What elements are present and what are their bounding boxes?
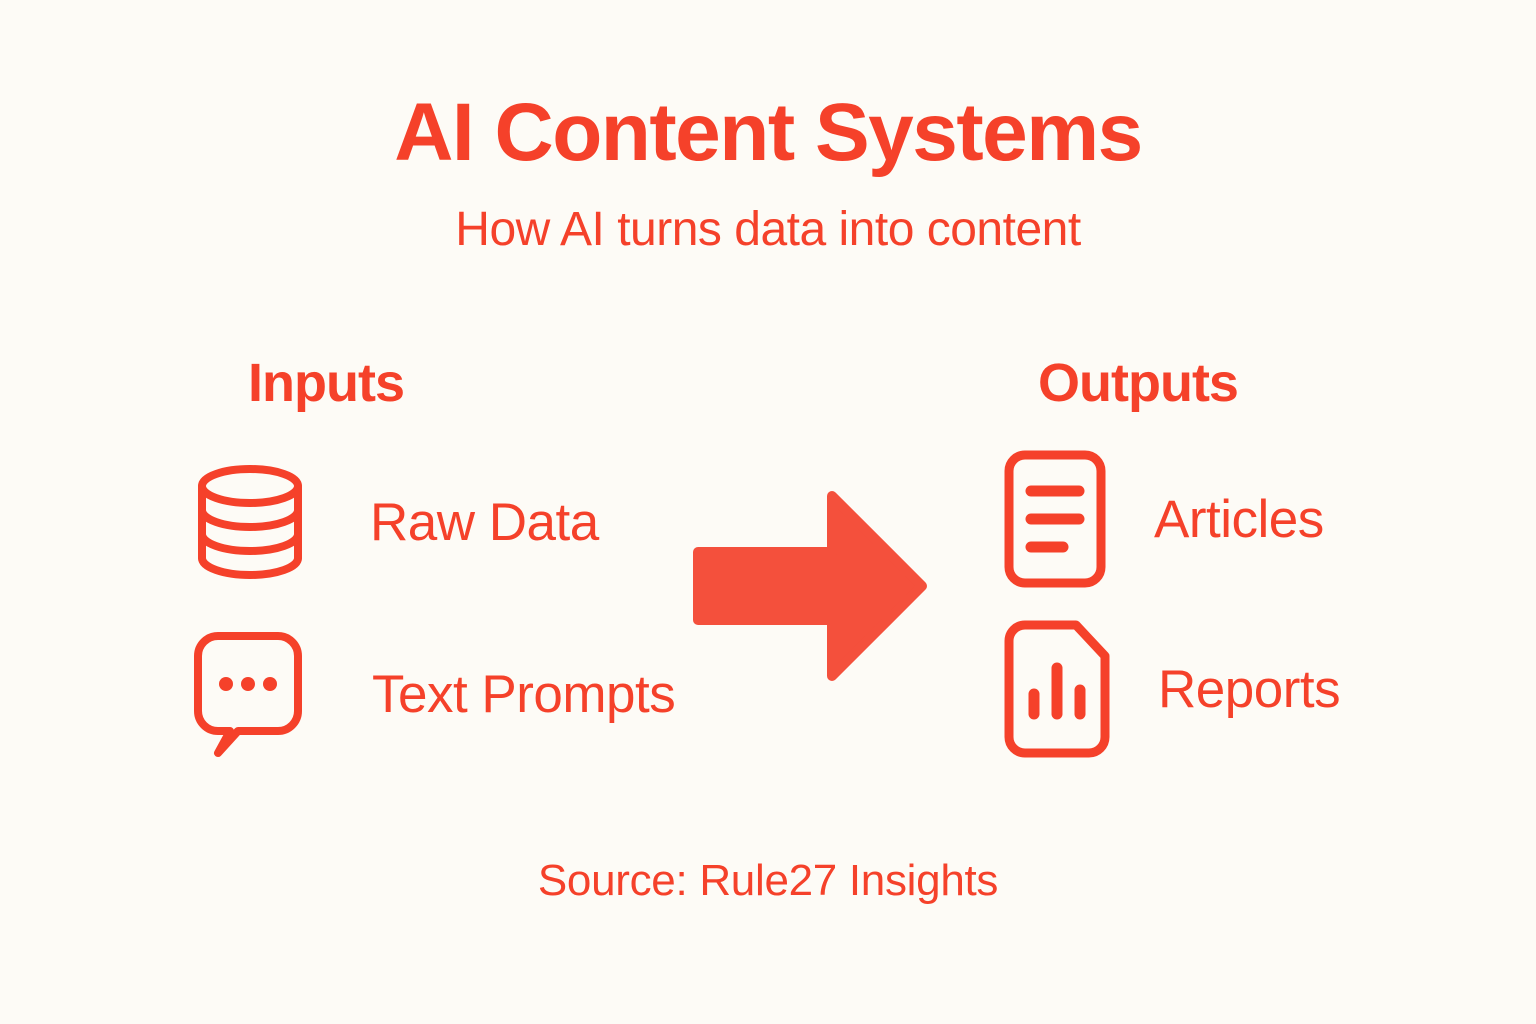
database-icon — [198, 465, 302, 579]
page-subtitle: How AI turns data into content — [455, 203, 1081, 256]
header: AI Content Systems How AI turns data int… — [0, 92, 1536, 254]
list-item-raw-data: Raw Data — [192, 462, 599, 582]
list-item-reports: Reports — [1002, 618, 1341, 760]
outputs-column-heading: Outputs — [1038, 353, 1239, 413]
page-title: AI Content Systems — [394, 87, 1143, 178]
list-item-label: Text Prompts — [372, 664, 676, 724]
list-item-label: Raw Data — [370, 492, 599, 552]
document-chart-icon — [1004, 620, 1110, 758]
document-lines-icon — [1004, 450, 1106, 588]
list-item-articles: Articles — [1002, 448, 1324, 590]
list-item-text-prompts: Text Prompts — [192, 628, 676, 760]
arrow-right-icon — [693, 491, 927, 681]
chat-bubble-icon — [194, 632, 302, 757]
source-attribution: Source: Rule27 Insights — [537, 856, 999, 905]
list-item-label: Articles — [1154, 489, 1324, 549]
list-item-label: Reports — [1158, 659, 1341, 719]
inputs-column-heading: Inputs — [248, 353, 405, 413]
